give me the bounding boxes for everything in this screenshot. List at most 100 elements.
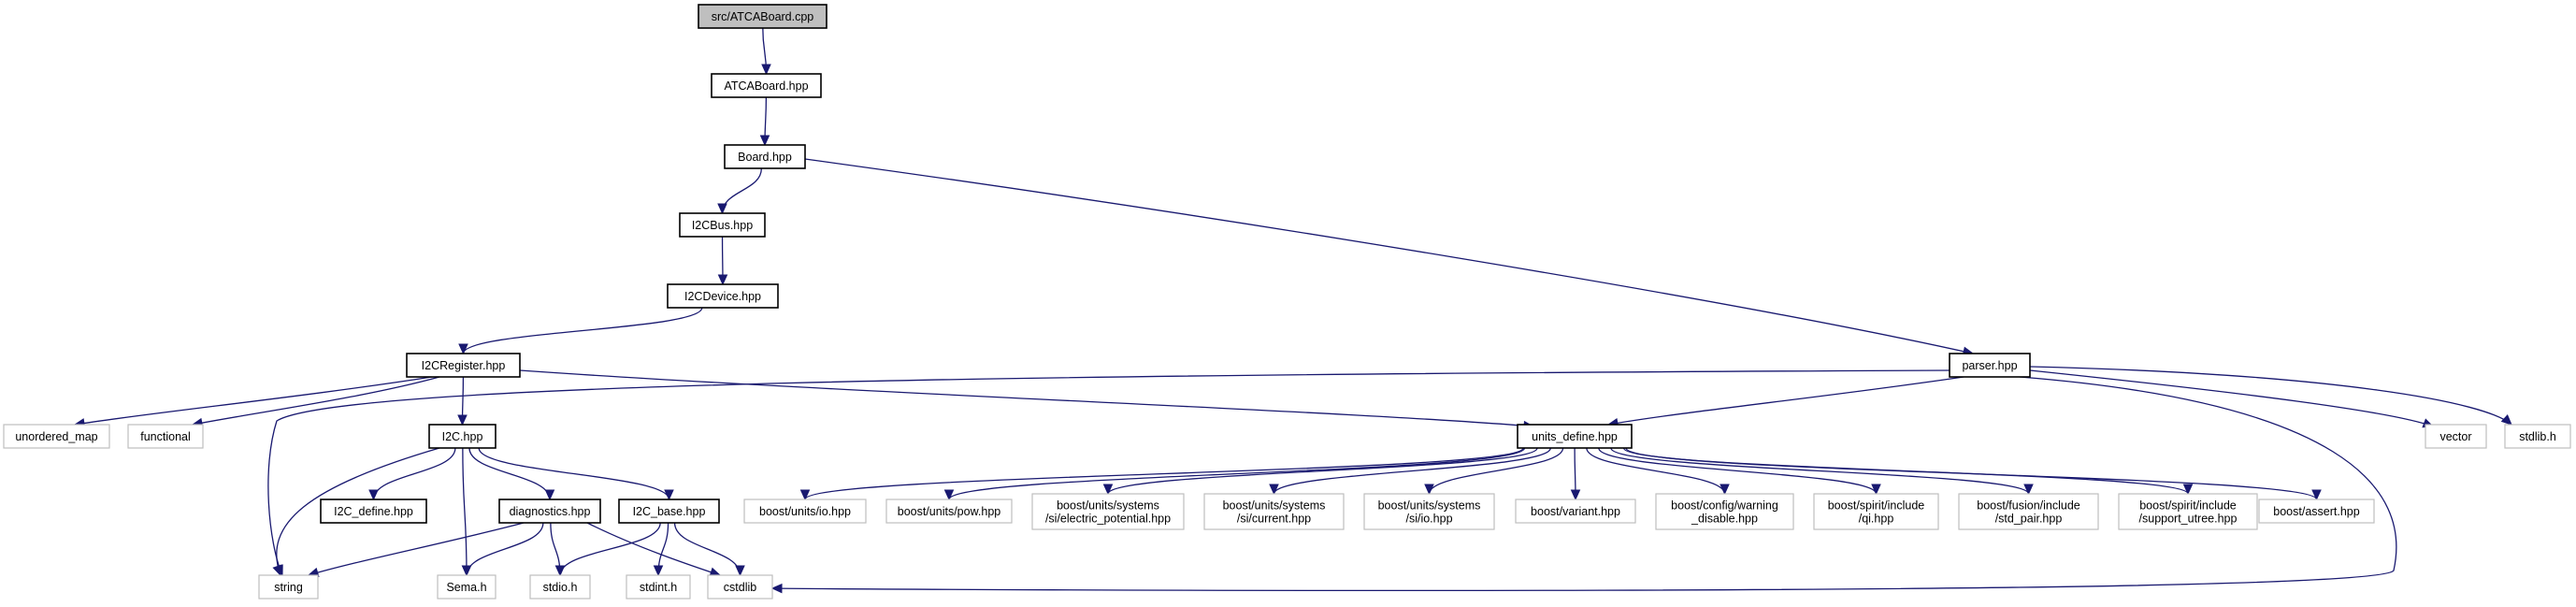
node-boost-variant[interactable]: boost/variant.hpp bbox=[1515, 499, 1636, 524]
edge-arrowhead bbox=[458, 343, 468, 355]
edge-arrowhead bbox=[1570, 489, 1581, 501]
node-label: /std_pair.hpp bbox=[1995, 513, 2063, 526]
edge-line bbox=[462, 447, 468, 576]
edge-line bbox=[559, 522, 661, 576]
edge-i2cregister-hpp-to-functional bbox=[191, 376, 440, 428]
edge-arrowhead bbox=[717, 203, 727, 215]
node-i2cbus-hpp[interactable]: I2CBus.hpp bbox=[679, 212, 766, 238]
edge-arrowhead bbox=[2311, 489, 2322, 501]
node-boost-assert[interactable]: boost/assert.hpp bbox=[2258, 499, 2375, 524]
edge-line bbox=[192, 376, 440, 426]
edge-line bbox=[1598, 447, 1878, 495]
node-label: boost/spirit/include bbox=[2139, 499, 2237, 513]
node-box bbox=[1813, 493, 1939, 530]
node-units-pow[interactable]: boost/units/pow.hpp bbox=[885, 499, 1013, 524]
node-label: I2CBus.hpp bbox=[692, 219, 753, 232]
node-units-io[interactable]: boost/units/io.hpp bbox=[743, 499, 867, 524]
node-i2cregister-hpp[interactable]: I2CRegister.hpp bbox=[406, 353, 521, 378]
node-parser-hpp[interactable]: parser.hpp bbox=[1949, 353, 2031, 378]
node-label: stdlib.h bbox=[2519, 430, 2556, 443]
node-spirit-utree[interactable]: boost/spirit/include/support_utree.hpp bbox=[2118, 493, 2258, 530]
node-box bbox=[428, 424, 496, 449]
edge-parser-hpp-to-cstdlib bbox=[770, 376, 2397, 594]
node-label: I2C_base.hpp bbox=[633, 505, 706, 518]
node-functional[interactable]: functional bbox=[127, 424, 204, 449]
node-label: cstdlib bbox=[724, 581, 756, 594]
node-label: boost/config/warning bbox=[1671, 499, 1778, 513]
node-unordered-map[interactable]: unordered_map bbox=[3, 424, 110, 449]
node-label: /si/current.hpp bbox=[1237, 513, 1311, 526]
node-i2c-hpp[interactable]: I2C.hpp bbox=[428, 424, 496, 449]
edge-arrowhead bbox=[759, 135, 770, 147]
edge-line bbox=[1273, 447, 1551, 495]
node-label: boost/units/systems bbox=[1057, 499, 1159, 513]
node-spirit-qi[interactable]: boost/spirit/include/qi.hpp bbox=[1813, 493, 1939, 530]
node-i2c-define-hpp[interactable]: I2C_define.hpp bbox=[320, 499, 427, 524]
node-box bbox=[667, 283, 779, 309]
node-boost-warning[interactable]: boost/config/warning_disable.hpp bbox=[1655, 493, 1794, 530]
node-box bbox=[618, 499, 720, 524]
node-label: src/ATCABoard.cpp bbox=[712, 10, 814, 23]
edge-parser-hpp-to-string bbox=[267, 369, 1950, 577]
edge-diagnostics-hpp-to-sema-h bbox=[461, 522, 544, 577]
edge-units-define-hpp-to-boost-warning bbox=[1586, 447, 1730, 496]
node-units-si-current[interactable]: boost/units/systems/si/current.hpp bbox=[1203, 493, 1345, 530]
node-stdint-h[interactable]: stdint.h bbox=[626, 574, 691, 600]
edge-i2c-base-hpp-to-cstdlib bbox=[673, 522, 745, 577]
edge-line bbox=[276, 447, 440, 576]
node-box bbox=[2118, 493, 2258, 530]
edge-line bbox=[804, 447, 1524, 500]
edge-arrowhead bbox=[1424, 484, 1434, 496]
edge-arrowhead bbox=[1720, 484, 1730, 496]
node-label: boost/units/systems bbox=[1223, 499, 1326, 513]
node-stdlib-h[interactable]: stdlib.h bbox=[2504, 424, 2571, 449]
node-label: stdio.h bbox=[543, 581, 578, 594]
edge-arrowhead bbox=[717, 274, 728, 286]
edge-arrowhead bbox=[272, 564, 282, 577]
node-box bbox=[724, 144, 806, 169]
node-atcaboard-hpp[interactable]: ATCABoard.hpp bbox=[711, 73, 822, 98]
edge-diagnostics-hpp-to-string bbox=[307, 522, 525, 578]
node-label: boost/spirit/include bbox=[1828, 499, 1925, 513]
node-cstdlib[interactable]: cstdlib bbox=[707, 574, 773, 600]
edge-arrowhead bbox=[2182, 484, 2194, 496]
node-diagnostics-hpp[interactable]: diagnostics.hpp bbox=[498, 499, 601, 524]
node-label: Board.hpp bbox=[738, 151, 792, 164]
node-box bbox=[1517, 424, 1633, 449]
node-i2cdevice-hpp[interactable]: I2CDevice.hpp bbox=[667, 283, 779, 309]
node-label: vector bbox=[2439, 430, 2471, 443]
node-label: /si/io.hpp bbox=[1405, 513, 1452, 526]
edge-i2c-hpp-to-string bbox=[272, 447, 440, 577]
node-label: units_define.hpp bbox=[1532, 430, 1618, 443]
edge-line bbox=[771, 376, 2397, 592]
edge-i2c-hpp-to-sema-h bbox=[461, 447, 472, 577]
edge-arrowhead bbox=[554, 565, 566, 577]
node-label: /qi.hpp bbox=[1859, 513, 1894, 526]
node-i2c-base-hpp[interactable]: I2C_base.hpp bbox=[618, 499, 720, 524]
node-string[interactable]: string bbox=[258, 574, 319, 600]
edge-units-define-hpp-to-boost-assert bbox=[1625, 447, 2322, 501]
node-board-hpp[interactable]: Board.hpp bbox=[724, 144, 806, 169]
edge-units-define-hpp-to-units-si-electric bbox=[1102, 447, 1538, 496]
node-box bbox=[2258, 499, 2375, 524]
node-box bbox=[320, 499, 427, 524]
node-stdio-h[interactable]: stdio.h bbox=[529, 574, 591, 600]
edge-board-hpp-to-i2cbus-hpp bbox=[717, 167, 763, 215]
edge-units-define-hpp-to-units-si-current bbox=[1269, 447, 1551, 496]
node-units-si-electric[interactable]: boost/units/systems/si/electric_potentia… bbox=[1031, 493, 1185, 530]
node-vector[interactable]: vector bbox=[2425, 424, 2487, 449]
edge-units-define-hpp-to-boost-variant bbox=[1570, 447, 1581, 501]
edge-arrowhead bbox=[653, 565, 664, 577]
node-units-define-hpp[interactable]: units_define.hpp bbox=[1517, 424, 1633, 449]
node-sema-h[interactable]: Sema.h bbox=[437, 574, 496, 600]
node-atcaboard-cpp[interactable]: src/ATCABoard.cpp bbox=[698, 4, 827, 29]
node-fusion-std-pair[interactable]: boost/fusion/include/std_pair.hpp bbox=[1958, 493, 2099, 530]
edge-line bbox=[673, 522, 741, 576]
node-label: I2CRegister.hpp bbox=[422, 359, 506, 372]
edge-line bbox=[1607, 376, 1964, 426]
node-box bbox=[1031, 493, 1185, 530]
node-label: boost/variant.hpp bbox=[1531, 505, 1620, 518]
edge-line bbox=[721, 167, 763, 214]
node-units-si-io[interactable]: boost/units/systems/si/io.hpp bbox=[1363, 493, 1495, 530]
edge-arrowhead bbox=[544, 489, 555, 501]
